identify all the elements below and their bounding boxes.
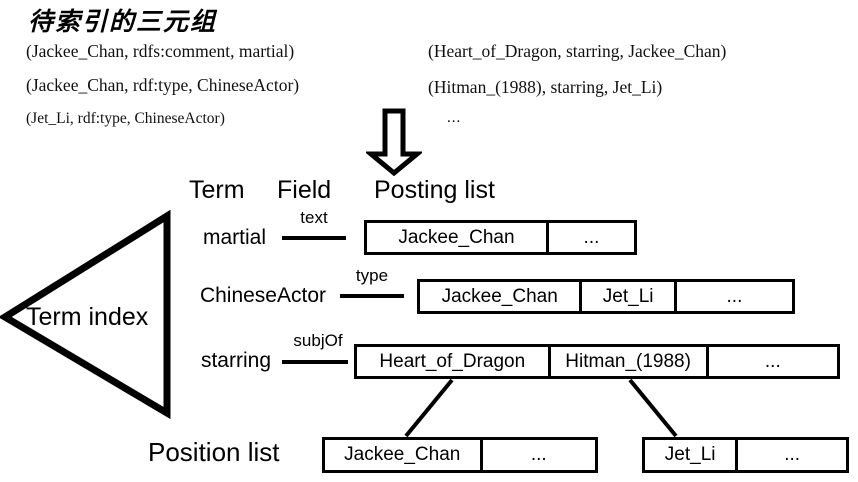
term-index-label: Term index xyxy=(26,303,149,331)
triple-left-1: (Jackee_Chan, rdfs:comment, martial) xyxy=(26,41,295,61)
field-label-subjof: subjOf xyxy=(293,331,343,350)
field-connector-3 xyxy=(282,360,348,364)
triple-right-ellipsis: ... xyxy=(447,110,462,126)
triple-right-1: (Heart_of_Dragon, starring, Jackee_Chan) xyxy=(428,41,727,61)
posting-list-row-1: Jackee_Chan ... xyxy=(364,220,637,255)
posting-list-row-3: Heart_of_Dragon Hitman_(1988) ... xyxy=(354,344,840,379)
field-label-type: type xyxy=(355,266,389,285)
posting-cell: ... xyxy=(676,282,792,311)
posting-cell: ... xyxy=(708,347,837,376)
field-connector-2 xyxy=(340,294,404,298)
position-cell: Jet_Li xyxy=(645,440,739,470)
posting-cell: Jackee_Chan xyxy=(367,223,549,252)
page-title: 待索引的三元组 xyxy=(28,7,218,36)
posting-cell: Jackee_Chan xyxy=(420,282,583,311)
term-label-martial: martial xyxy=(202,226,266,249)
term-label-starring: starring xyxy=(200,349,271,372)
posting-list-row-2: Jackee_Chan Jet_Li ... xyxy=(417,279,795,314)
position-cell: ... xyxy=(482,440,595,470)
position-cell: ... xyxy=(738,440,846,470)
header-posting-list: Posting list xyxy=(374,176,495,204)
down-block-arrow-icon xyxy=(364,108,424,181)
position-list-label: Position list xyxy=(148,437,280,467)
posting-cell: Hitman_(1988) xyxy=(550,347,709,376)
triple-left-2: (Jackee_Chan, rdf:type, ChineseActor) xyxy=(26,75,300,95)
triple-left-3: (Jet_Li, rdf:type, ChineseActor) xyxy=(26,110,225,127)
position-cell: Jackee_Chan xyxy=(325,440,483,470)
position-list-box-1: Jackee_Chan ... xyxy=(322,437,598,473)
field-connector-1 xyxy=(282,236,346,240)
posting-cell: Jet_Li xyxy=(582,282,677,311)
triple-right-2: (Hitman_(1988), starring, Jet_Li) xyxy=(428,77,663,97)
field-label-text: text xyxy=(300,208,328,227)
posting-cell: Heart_of_Dragon xyxy=(357,347,551,376)
term-index-triangle xyxy=(0,209,180,425)
header-field: Field xyxy=(277,176,332,204)
term-label-chineseactor: ChineseActor xyxy=(199,284,326,307)
posting-cell: ... xyxy=(548,223,634,252)
header-term: Term xyxy=(189,176,245,204)
position-list-box-2: Jet_Li ... xyxy=(642,437,849,473)
